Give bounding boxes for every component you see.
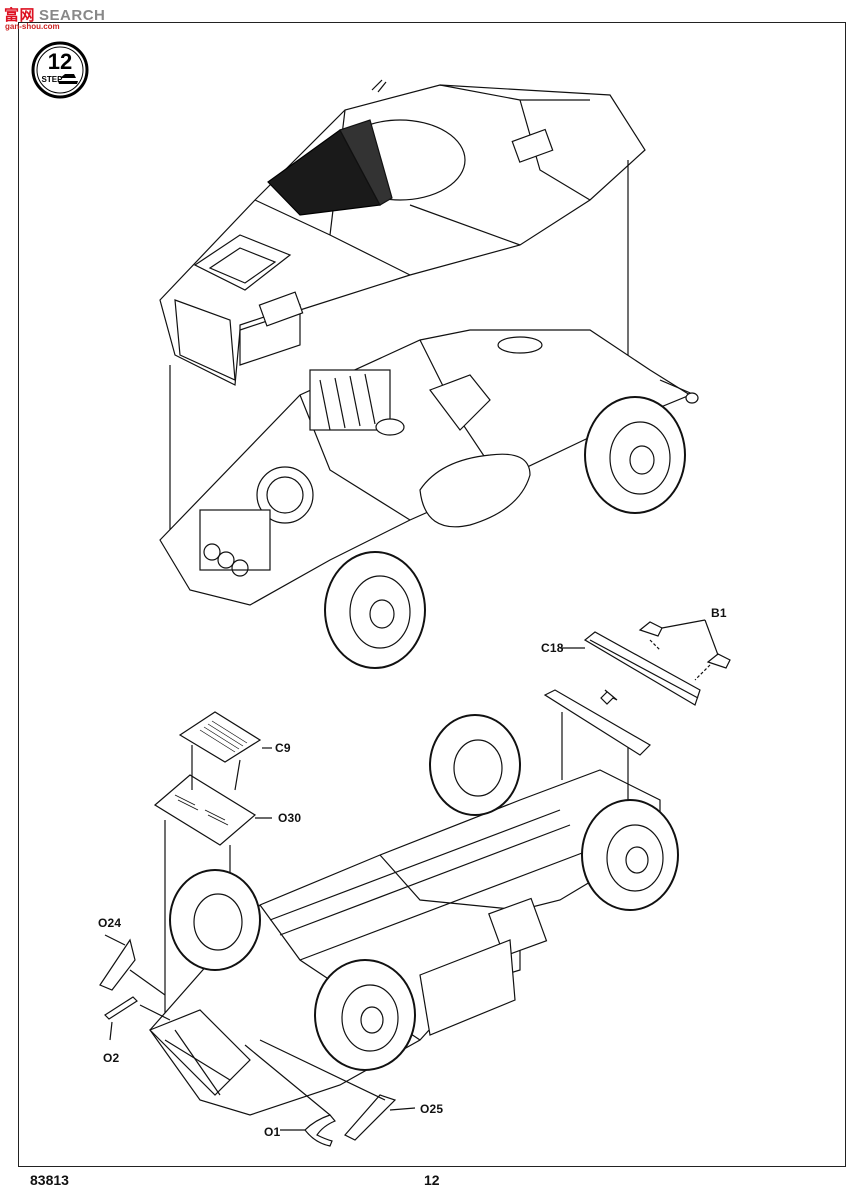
wheel-rear-left-lower xyxy=(429,714,521,816)
callout-o1: O1 xyxy=(264,1125,281,1139)
wheel-front-right-lower xyxy=(314,959,416,1071)
part-c18 xyxy=(583,631,701,706)
page-number: 12 xyxy=(424,1172,440,1188)
step-badge: 12 STEP xyxy=(30,40,90,100)
part-o24 xyxy=(99,938,136,991)
callout-c9: C9 xyxy=(275,741,291,755)
part-o2 xyxy=(104,996,138,1020)
callout-b1: B1 xyxy=(711,606,727,620)
part-o30 xyxy=(153,774,257,846)
direction-arrow-icon xyxy=(600,689,618,705)
tank-icon xyxy=(58,74,78,84)
wheel-rear-right-lower xyxy=(581,799,679,911)
callout-c18: C18 xyxy=(541,641,564,655)
underside-chassis-assembly xyxy=(148,714,679,1116)
part-o1 xyxy=(304,1114,336,1147)
step-number: 12 xyxy=(48,49,72,74)
part-o25 xyxy=(344,1094,397,1141)
page-frame xyxy=(18,22,846,1167)
open-chassis-assembly xyxy=(159,329,699,669)
callout-o30: O30 xyxy=(278,811,302,825)
wheel-rear-upper xyxy=(584,396,686,514)
callout-o24: O24 xyxy=(98,916,122,930)
wheel-front-left-lower xyxy=(169,869,261,971)
step-word: STEP xyxy=(42,75,64,84)
part-c18-lower xyxy=(543,689,651,756)
watermark-english: SEARCH xyxy=(39,7,106,24)
callout-o2: O2 xyxy=(103,1051,120,1065)
upper-hull-shell xyxy=(159,79,646,386)
part-b1 xyxy=(638,621,731,669)
wheel-front-upper xyxy=(324,551,426,669)
part-c9 xyxy=(178,711,262,763)
watermark-chinese: 富网 xyxy=(4,7,36,24)
step-badge-icon: 12 STEP xyxy=(31,41,89,99)
watermark-url: gan-shou.com xyxy=(5,22,60,31)
callout-o25: O25 xyxy=(420,1102,444,1116)
kit-number: 83813 xyxy=(30,1172,69,1188)
